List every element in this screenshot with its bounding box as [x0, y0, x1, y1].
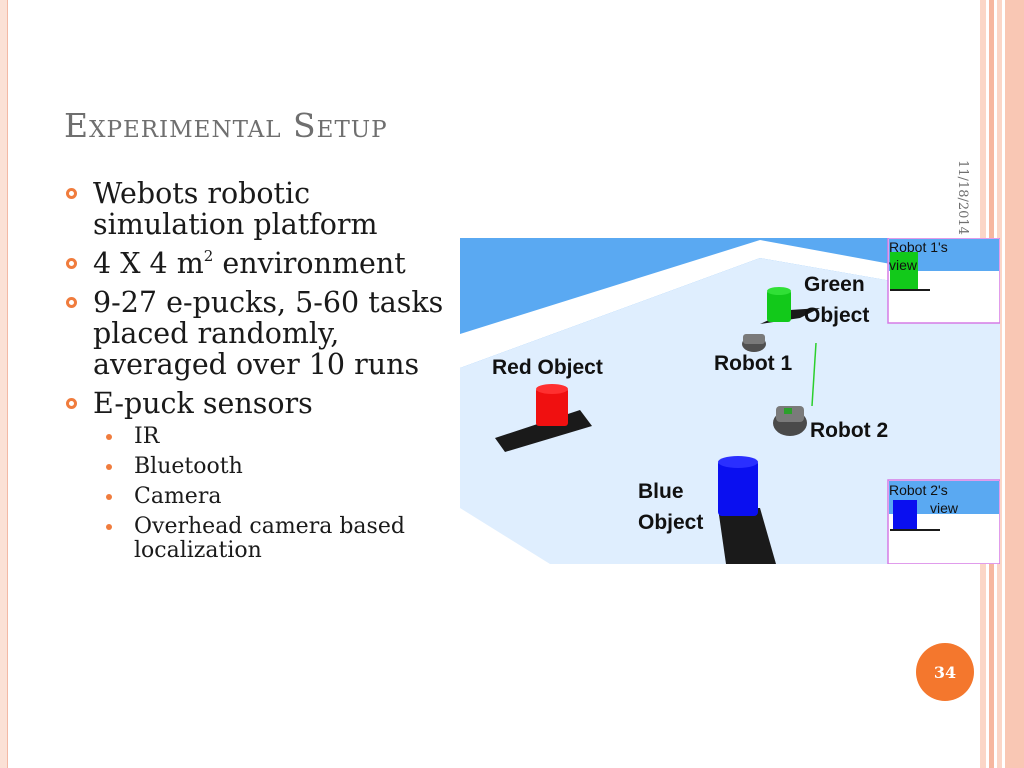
slide-date: 11/18/2014 — [955, 160, 970, 235]
sub-bullet-list: IR Bluetooth Camera Overhead camera base… — [66, 425, 456, 563]
slide-title: Experimental Setup — [64, 106, 388, 145]
inset2-blue-object — [893, 500, 917, 530]
bullet-text: Webots robotic simulation platform — [93, 177, 378, 241]
blue-object-shadow — [718, 508, 776, 564]
bullet-text: E-puck sensors — [93, 387, 313, 420]
label-blue-object-2: Object — [638, 511, 704, 534]
label-red-object: Red Object — [492, 356, 603, 379]
label-robot1-view-1: Robot 1's — [889, 239, 948, 255]
simulation-scene — [460, 238, 1000, 564]
sub-bullet-dot-icon — [106, 464, 112, 470]
bullet-item: 4 X 4 m2 environment — [66, 248, 456, 279]
label-robot2-view-2: view — [930, 500, 959, 516]
left-border-decoration — [0, 0, 8, 768]
simulation-screenshot: Green Object Red Object Robot 1 Robot 2 … — [460, 238, 1000, 564]
label-robot1-view-2: view — [889, 257, 918, 273]
bullet-item: 9-27 e-pucks, 5-60 tasks placed randomly… — [66, 287, 456, 380]
sub-bullet-item: Overhead camera based localization — [106, 515, 456, 563]
bullet-marker-icon — [66, 258, 77, 269]
arena-wall-left — [460, 508, 550, 564]
bullet-item: E-puck sensors — [66, 388, 456, 419]
label-robot2: Robot 2 — [810, 419, 889, 442]
bullet-marker-icon — [66, 398, 77, 409]
green-object — [767, 290, 791, 322]
label-robot1: Robot 1 — [714, 352, 793, 375]
bullet-marker-icon — [66, 188, 77, 199]
bullet-item: Webots robotic simulation platform — [66, 178, 456, 240]
arena-floor — [460, 258, 1000, 564]
bullet-text: 9-27 e-pucks, 5-60 tasks placed randomly… — [93, 286, 444, 381]
sub-bullet-dot-icon — [106, 494, 112, 500]
sub-bullet-dot-icon — [106, 524, 112, 530]
label-robot2-view-1: Robot 2's — [889, 482, 948, 498]
sub-bullet-dot-icon — [106, 434, 112, 440]
bullet-list: Webots robotic simulation platform 4 X 4… — [66, 178, 456, 569]
inset1-green-object — [890, 252, 918, 290]
label-green-object-1: Green — [804, 273, 865, 296]
sub-bullet-item: IR — [106, 425, 456, 449]
bullet-text: 4 X 4 m2 environment — [93, 247, 406, 280]
blue-object — [718, 460, 758, 516]
bullet-marker-icon — [66, 297, 77, 308]
red-object — [536, 388, 568, 426]
arena-wall — [460, 240, 1000, 368]
page-number-badge: 34 — [916, 643, 974, 701]
label-green-object-2: Object — [804, 304, 870, 327]
sub-bullet-item: Camera — [106, 485, 456, 509]
robot-link-line — [811, 342, 817, 407]
sub-bullet-item: Bluetooth — [106, 455, 456, 479]
label-blue-object-1: Blue — [638, 480, 684, 503]
